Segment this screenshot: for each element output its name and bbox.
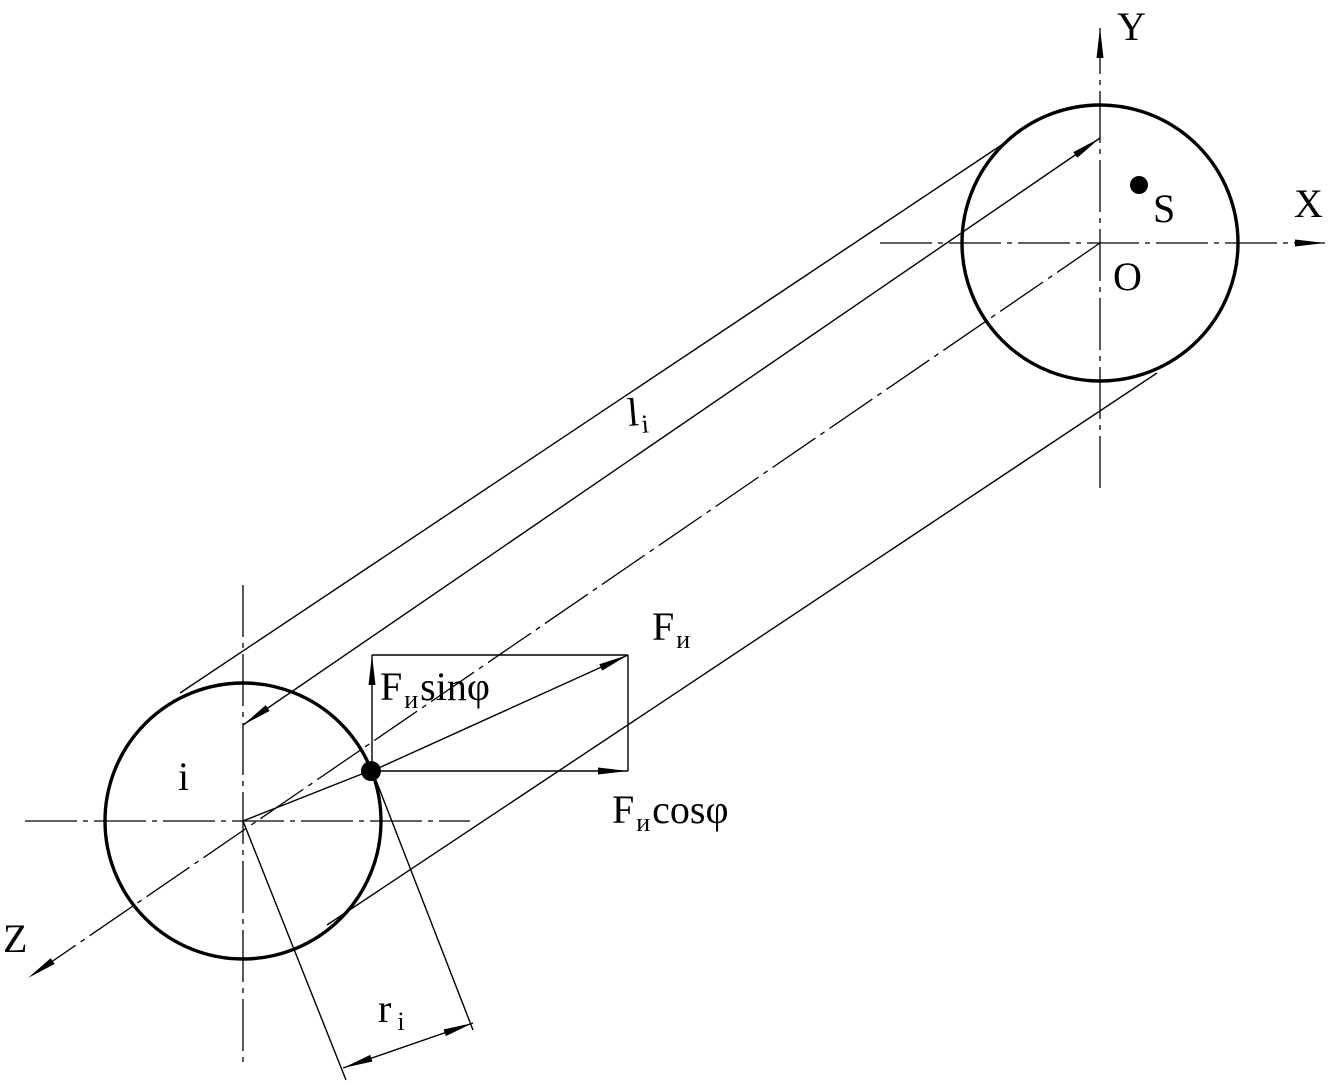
label-force-cos: Fиcosφ [612, 787, 729, 837]
label-li: li [625, 388, 650, 440]
label-s: S [1153, 186, 1175, 231]
circle-i [103, 681, 383, 961]
label-z: Z [3, 916, 27, 961]
element-i-centerlines [25, 585, 470, 1065]
dimension-li [242, 137, 1101, 726]
point-mass-dot [361, 761, 381, 781]
force-vector-fi [371, 654, 629, 772]
force-rectangle [372, 654, 629, 771]
label-force: Fи [652, 604, 690, 654]
axis-z [27, 242, 1101, 979]
label-i: i [178, 754, 189, 799]
point-s-dot [1130, 176, 1148, 194]
label-y: Y [1117, 4, 1146, 49]
circle-o [960, 103, 1240, 383]
label-x: X [1294, 181, 1323, 226]
dimension-ri [242, 769, 474, 1081]
radius-line [242, 769, 373, 822]
label-o: O [1113, 254, 1142, 299]
label-force-sin: Fиsinφ [380, 664, 490, 714]
